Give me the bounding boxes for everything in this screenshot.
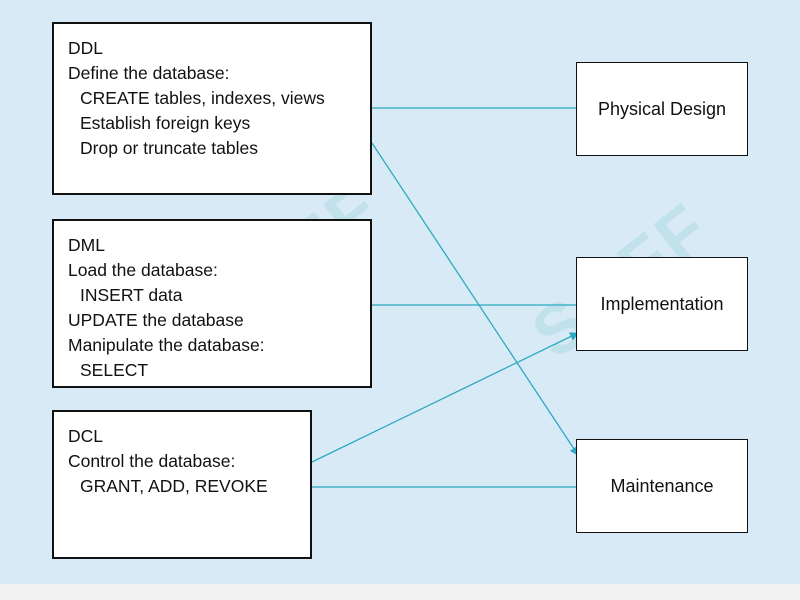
dml-box: DML Load the database: INSERT data UPDAT…: [52, 219, 372, 388]
implementation-label: Implementation: [600, 293, 724, 314]
dcl-box: DCL Control the database: GRANT, ADD, RE…: [52, 410, 312, 559]
dcl-line: GRANT, ADD, REVOKE: [80, 476, 268, 496]
ddl-title: DDL: [68, 38, 104, 58]
dml-line: INSERT data: [80, 285, 183, 305]
dcl-title: DCL: [68, 426, 104, 446]
dml-line: Manipulate the database:: [68, 335, 265, 355]
ddl-line: Establish foreign keys: [80, 113, 251, 133]
ddl-line: CREATE tables, indexes, views: [80, 88, 325, 108]
ddl-box: DDL Define the database: CREATE tables, …: [52, 22, 372, 195]
ddl-line: Drop or truncate tables: [80, 138, 259, 158]
maintenance-label: Maintenance: [610, 475, 714, 496]
dml-line: SELECT: [80, 360, 149, 380]
dml-line: Load the database:: [68, 260, 218, 280]
dml-title: DML: [68, 235, 105, 255]
physical-design-box: Physical Design: [576, 62, 748, 156]
ddl-line: Define the database:: [68, 63, 230, 83]
physical-design-label: Physical Design: [597, 98, 727, 119]
maintenance-box: Maintenance: [576, 439, 748, 533]
dml-line: UPDATE the database: [68, 310, 244, 330]
implementation-box: Implementation: [576, 257, 748, 351]
dcl-line: Control the database:: [68, 451, 236, 471]
arrow-ddl-maintenance: [371, 142, 579, 456]
bottom-band: [0, 584, 800, 600]
arrow-dcl-implementation: [311, 332, 579, 463]
